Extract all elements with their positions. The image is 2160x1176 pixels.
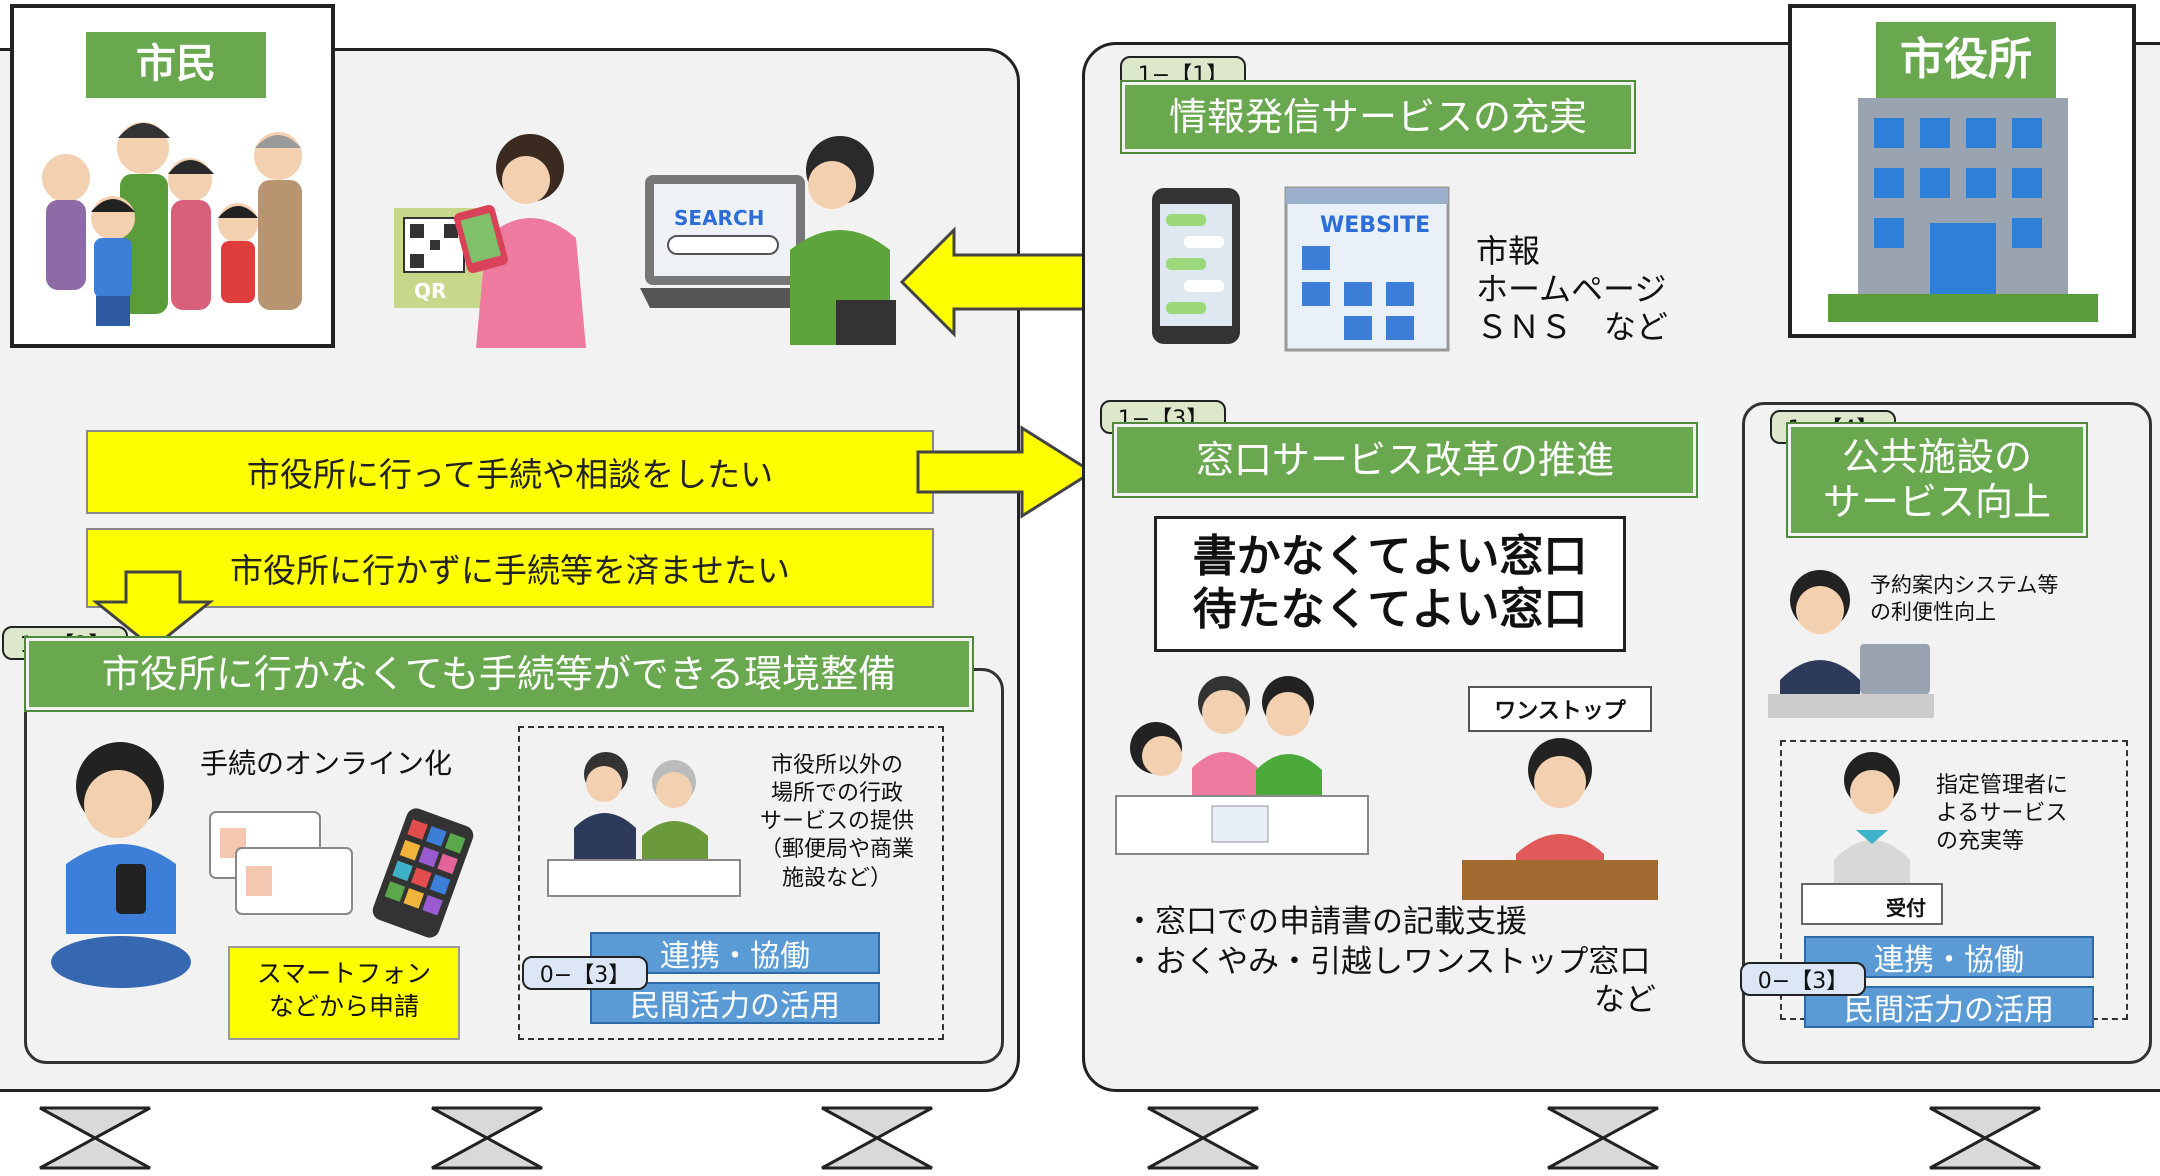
reception-staff-illustration (1801, 752, 1943, 925)
counter-slogan-2: 待たなくてよい窓口 (1192, 583, 1588, 635)
website-icon: WEBSITE (1284, 186, 1450, 352)
smartphone-note-box: スマートフォン などから申請 (228, 946, 460, 1040)
family-illustration (42, 122, 302, 326)
channel-homepage: ホームページ (1476, 270, 1667, 308)
counter-elderly-illustration (547, 752, 741, 897)
online-coop-bar: 連携・協働 (590, 932, 880, 974)
arrow-down-online (91, 570, 215, 650)
counter-bullet-1: ・窓口での申請書の記載支援 (1124, 904, 1527, 940)
arrow-visit-to-counter (916, 425, 1095, 519)
city-hall-building-icon (1828, 98, 2098, 322)
onestop-staff-illustration (1462, 738, 1658, 900)
request-no-visit-text: 市役所に行かずに手続等を済ませたい (229, 551, 790, 590)
citizen-title: 市民 (86, 32, 266, 98)
facility-title-2: サービス向上 (1822, 480, 2051, 524)
counter-bullet-suffix: など (1594, 982, 1656, 1018)
onestop-sign-text: ワンストップ (1494, 699, 1626, 724)
counter-title: 窓口サービス改革の推進 (1112, 422, 1698, 498)
citizen-header-box: 市民 (10, 4, 335, 348)
bottom-markers (39, 1106, 2041, 1170)
marker-3 (821, 1106, 933, 1170)
channel-newsletter: 市報 (1476, 232, 1541, 270)
marker-4 (1147, 1106, 1259, 1170)
reservation-desk-illustration (1768, 570, 1934, 718)
marker-6 (1929, 1106, 2041, 1170)
laptop-search-illustration: SEARCH (640, 136, 896, 345)
counter-bullet-2: ・おくやみ・引越しワンストップ窓口 (1124, 944, 1651, 980)
outside-service-box (518, 726, 944, 1040)
counter-slogan-1: 書かなくてよい窓口 (1192, 531, 1588, 582)
chat-phone-icon (1152, 188, 1240, 344)
counter-consultation-illustration (1115, 676, 1369, 855)
manager-note: 指定管理者に よるサービス の充実等 (1936, 773, 2069, 855)
facility-title-1: 公共施設の (1841, 435, 2032, 480)
qr-scan-illustration: QR (394, 134, 586, 348)
person-smartphone-illustration (51, 742, 191, 988)
qr-label: QR (414, 279, 446, 303)
online-title: 市役所に行かなくても手続等ができる環境整備 (24, 636, 974, 712)
info-title: 情報発信サービスの充実 (1120, 80, 1636, 154)
request-visit-box: 市役所に行って手続や相談をしたい (86, 430, 934, 514)
facility-sub-tag: 0−【3】 (1740, 962, 1866, 996)
city-hall-header-box: 市役所 (1788, 4, 2136, 338)
request-no-visit-box: 市役所に行かずに手続等を済ませたい (86, 528, 934, 608)
smartphone-apps-illustration (372, 808, 474, 938)
facility-private-bar: 民間活力の活用 (1804, 986, 2094, 1028)
online-sub-tag: 0−【3】 (522, 956, 648, 990)
city-hall-title: 市役所 (1876, 22, 2056, 98)
online-label: 手続のオンライン化 (200, 747, 453, 780)
request-visit-text: 市役所に行って手続や相談をしたい (246, 455, 774, 494)
marker-2 (431, 1106, 543, 1170)
outside-note: 市役所以外の 場所での行政 サービスの提供 （郵便局や商業 施設など） (759, 753, 914, 891)
marker-5 (1547, 1106, 1659, 1170)
reception-sign: 受付 (1886, 896, 1926, 920)
counter-slogan-box: 書かなくてよい窓口 待たなくてよい窓口 (1154, 516, 1626, 652)
channel-sns: ＳＮＳ など (1476, 308, 1669, 346)
facility-title: 公共施設の サービス向上 (1786, 422, 2088, 538)
website-label: WEBSITE (1320, 213, 1430, 238)
reservation-note: 予約案内システム等 の利便性向上 (1870, 573, 2059, 625)
onestop-sign: ワンストップ (1468, 686, 1652, 732)
facility-coop-bar: 連携・協働 (1804, 936, 2094, 978)
arrow-info-to-citizen (899, 226, 1102, 338)
online-private-bar: 民間活力の活用 (590, 982, 880, 1024)
search-label: SEARCH (674, 206, 764, 230)
id-cards-illustration (209, 811, 353, 915)
marker-1 (39, 1106, 151, 1170)
